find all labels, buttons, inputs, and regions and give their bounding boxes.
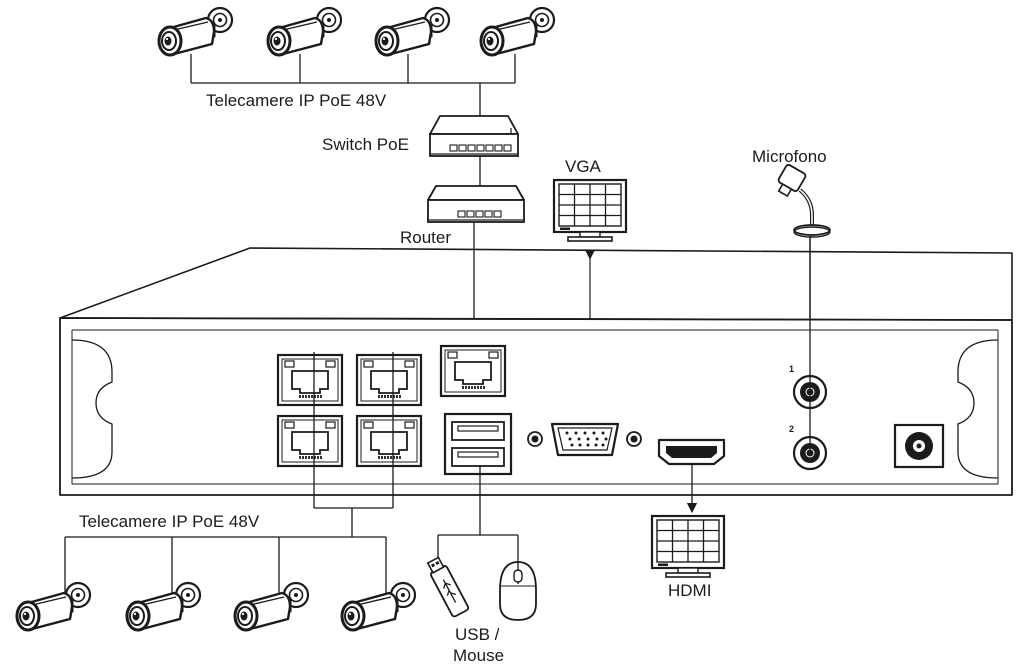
usb-label-line1: USB / — [455, 625, 500, 644]
camera-bottom-4 — [340, 581, 417, 632]
camera-top-1 — [157, 6, 234, 57]
poe-port-4 — [355, 414, 423, 468]
switch-label: Switch PoE — [322, 135, 409, 154]
power-connector — [893, 423, 945, 469]
nvr-chassis — [59, 247, 1013, 496]
router-icon — [427, 185, 525, 223]
poe-port-2 — [355, 353, 423, 407]
camera-top-3 — [374, 6, 451, 57]
top-camera-wiring — [190, 54, 516, 128]
camera-top-4 — [479, 6, 556, 57]
poe-port-3 — [276, 414, 344, 468]
lan-port — [439, 344, 507, 398]
hdmi-port — [657, 438, 726, 466]
hdmi-label: HDMI — [668, 581, 711, 600]
microphone-icon — [777, 164, 831, 238]
router-label: Router — [400, 228, 451, 247]
poe-bus-wiring — [64, 352, 394, 595]
microphone-label: Microfono — [752, 147, 827, 166]
vga-port — [527, 422, 642, 457]
hdmi-monitor-icon — [650, 514, 726, 579]
cameras-bottom-label: Telecamere IP PoE 48V — [79, 512, 260, 531]
camera-top-2 — [266, 6, 343, 57]
audio-port-1-label: 1 — [789, 364, 794, 374]
camera-bottom-2 — [125, 581, 202, 632]
usb-label-line2: Mouse — [453, 646, 504, 665]
poe-switch-icon — [429, 115, 519, 157]
mouse-icon — [499, 561, 537, 621]
usb-stick-icon — [426, 556, 470, 618]
camera-bottom-3 — [233, 581, 310, 632]
cameras-top-label: Telecamere IP PoE 48V — [206, 91, 387, 110]
camera-bottom-1 — [15, 581, 92, 632]
vga-monitor-icon — [552, 178, 628, 243]
poe-port-1 — [276, 353, 344, 407]
usb-ports — [443, 412, 513, 476]
audio-port-2-label: 2 — [789, 424, 794, 434]
vga-label: VGA — [565, 157, 602, 176]
